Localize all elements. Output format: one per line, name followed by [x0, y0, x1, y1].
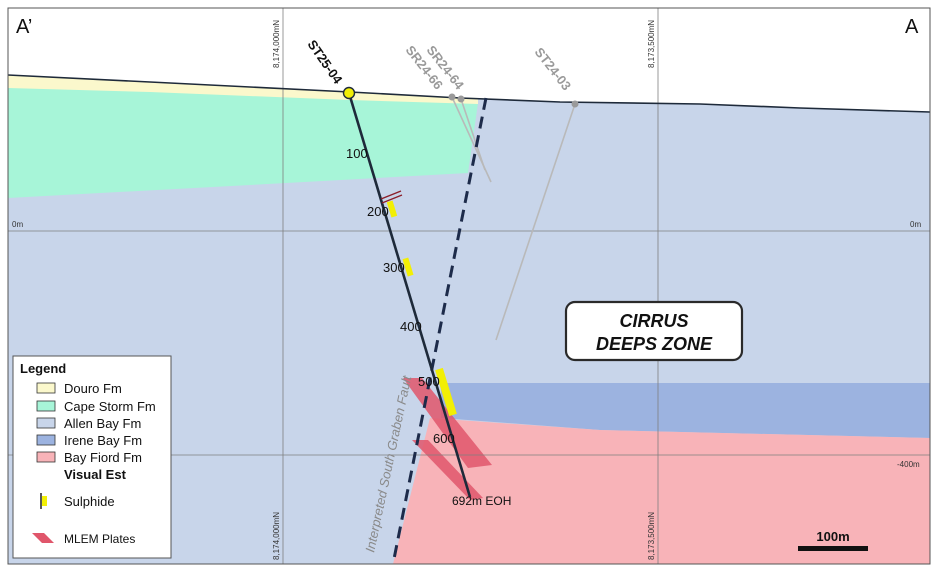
elevation-label-right: 0m: [910, 220, 921, 229]
geology-layers: [8, 8, 930, 564]
irene-bay-layer: [441, 383, 930, 438]
legend: Legend Douro Fm Cape Storm Fm Allen Bay …: [12, 355, 172, 559]
legend-label: Allen Bay Fm: [64, 416, 141, 431]
northing-label: 8,174,000mN: [272, 20, 281, 68]
legend-label: Sulphide: [64, 494, 115, 509]
legend-label: MLEM Plates: [64, 532, 135, 546]
legend-swatch-irene-bay: [36, 434, 56, 446]
zone-title-line1: CIRRUS: [619, 311, 688, 331]
bay-fiord-layer: [393, 418, 930, 564]
northing-label: 8,173,500mN: [647, 20, 656, 68]
legend-label: Irene Bay Fm: [64, 433, 142, 448]
cirrus-deeps-zone-box: CIRRUS DEEPS ZONE: [564, 300, 744, 362]
scale-bar-rule: [798, 546, 868, 551]
section-label-left: A’: [16, 16, 32, 38]
legend-title: Legend: [20, 361, 66, 376]
sulphide-interval: [402, 257, 414, 277]
legend-label: Cape Storm Fm: [64, 399, 156, 414]
assay-ticks: [380, 190, 403, 204]
legend-swatch-douro: [36, 382, 56, 394]
depth-label: 600: [433, 431, 455, 446]
elevation-label-left: 0m: [12, 220, 23, 229]
grid-lines: [8, 8, 930, 564]
legend-label: Douro Fm: [64, 381, 122, 396]
legend-label: Bay Fiord Fm: [64, 450, 142, 465]
legend-swatch-bay-fiord: [36, 451, 56, 463]
douro-layer: [8, 75, 478, 104]
depth-label: 100: [346, 146, 368, 161]
northing-label: 8,174,000mN: [272, 512, 281, 560]
collar-sr24-64: [448, 93, 456, 101]
section-label-right: A: [905, 16, 919, 38]
historic-drill-traces: [451, 96, 576, 341]
legend-swatch-mlem: [32, 533, 54, 543]
sulphide-intervals: [386, 200, 457, 417]
legend-swatch-allen-bay: [36, 417, 56, 429]
legend-swatch-cape-storm: [36, 400, 56, 412]
depth-label: 400: [400, 319, 422, 334]
topographic-surface: [8, 74, 930, 113]
zone-title-line2: DEEPS ZONE: [596, 334, 713, 354]
scale-bar-label: 100m: [816, 529, 849, 544]
end-of-hole-label: 692m EOH: [452, 494, 511, 508]
legend-visual-est: Visual Est: [64, 467, 127, 482]
drillhole-st25-04-trace: [347, 92, 472, 498]
collar-st25-04: [342, 86, 356, 100]
collar-sr24-66: [457, 95, 465, 103]
south-graben-fault: [391, 97, 488, 564]
sulphide-interval: [386, 200, 398, 218]
depth-label: 500: [418, 374, 440, 389]
depth-label: 300: [383, 260, 405, 275]
scale-bar: 100m: [798, 529, 868, 551]
sulphide-interval: [435, 367, 457, 417]
northing-label: 8,173,500mN: [647, 512, 656, 560]
legend-swatch-sulphide: [42, 496, 47, 506]
panel-border: [7, 7, 931, 565]
cape-storm-layer: [8, 84, 478, 198]
collar-st24-03: [571, 100, 579, 108]
depth-label: 200: [367, 204, 389, 219]
elevation-label-minus400: -400m: [897, 460, 920, 469]
